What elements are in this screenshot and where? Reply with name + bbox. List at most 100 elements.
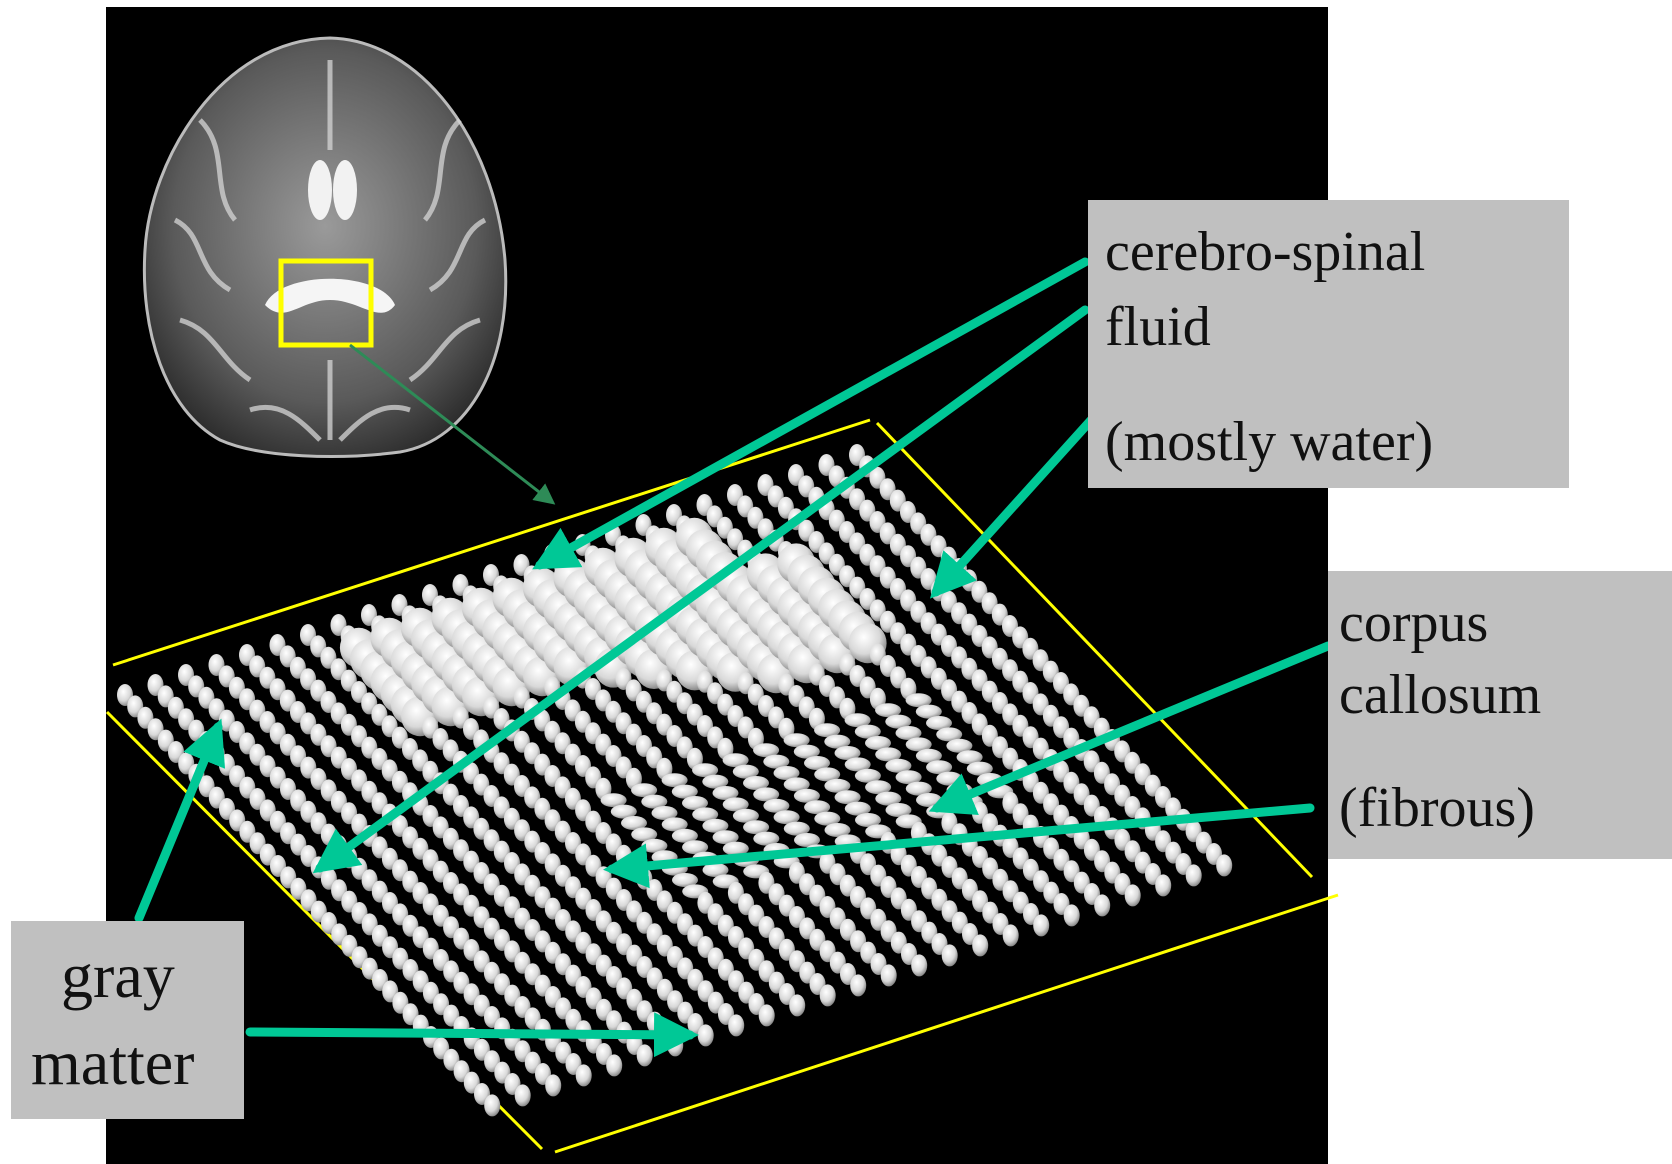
tensor-glyph (946, 738, 973, 753)
tensor-glyph (804, 756, 830, 770)
cc-line-2: callosum (1339, 664, 1542, 726)
tensor-glyph (671, 828, 698, 843)
arrow-cc-2 (603, 803, 1315, 889)
tensor-glyph (773, 766, 800, 780)
tensor-glyph (814, 767, 841, 782)
tensor-glyph (545, 1074, 562, 1097)
tensor-glyph (941, 944, 958, 967)
gm-line-2: matter (31, 1027, 195, 1098)
csf-line-1: cerebro-spinal (1105, 221, 1426, 283)
brain-mri-slice (142, 36, 508, 458)
tensor-glyph (636, 1044, 653, 1067)
tensor-glyph (956, 750, 983, 765)
tensor-glyph (936, 727, 963, 742)
tensor-glyph (972, 934, 989, 957)
tensor-glyph (743, 820, 770, 835)
tensor-glyph (758, 1004, 775, 1027)
tensor-glyph (702, 863, 729, 877)
zoom-link-arrow (349, 343, 556, 505)
tensor-glyph (794, 833, 820, 847)
tensor-glyph (789, 994, 806, 1017)
tensor-glyph (722, 753, 749, 768)
csf-line-3: (mostly water) (1105, 411, 1434, 473)
tensor-glyph (824, 734, 851, 749)
tensor-glyph (885, 758, 912, 773)
tensor-glyph (631, 783, 658, 798)
tensor-glyph (844, 801, 871, 816)
tensor-glyph (763, 798, 790, 813)
tensor-glyph (621, 816, 647, 830)
label-cerebro-spinal-fluid: cerebro-spinal fluid (mostly water) (1088, 200, 1569, 488)
tensor-glyph (850, 974, 867, 997)
tensor-glyph (814, 723, 841, 738)
tensor-glyph (661, 817, 688, 832)
tensor-glyph (854, 768, 881, 783)
tensor-glyph (575, 1064, 592, 1087)
tensor-glyph (702, 818, 729, 833)
tensor-glyph (1033, 914, 1050, 937)
tensor-glyph (722, 797, 749, 812)
tensor-glyph (1155, 874, 1172, 897)
tensor-glyph (880, 964, 897, 987)
tensor-glyph (865, 780, 892, 795)
tensor-glyph (672, 873, 698, 887)
tensor-glyph (783, 733, 810, 748)
tensor-glyph (905, 693, 932, 708)
tensor-glyph (682, 840, 709, 855)
tensor-glyph (661, 773, 688, 788)
tensor-glyph (600, 793, 627, 808)
tensor-glyph (911, 954, 928, 977)
tensor-glyph (885, 803, 912, 817)
tensor-glyph (966, 761, 993, 776)
tensor-glyph (824, 823, 851, 837)
csf-line-2: fluid (1105, 296, 1211, 358)
tensor-glyph (834, 746, 861, 760)
arrow-gm-2 (245, 1012, 699, 1058)
tensor-glyph (885, 714, 912, 729)
tensor-glyph (1094, 894, 1111, 917)
arrow-csf-1 (532, 257, 1090, 570)
tensor-glyph (895, 770, 922, 785)
tensor-glyph (895, 726, 922, 740)
tensor-glyph (854, 724, 881, 739)
tensor-glyph (905, 781, 932, 796)
tensor-glyph (804, 800, 831, 815)
tensor-glyph (915, 704, 942, 719)
tensor-glyph (732, 764, 759, 779)
tensor-glyph (865, 736, 891, 750)
tensor-glyph (855, 813, 881, 827)
tensor-glyph (484, 1094, 501, 1117)
tensor-glyph (783, 821, 810, 836)
arrow-cc-1 (928, 641, 1333, 816)
tensor-glyph (1124, 884, 1141, 907)
label-corpus-callosum: corpus callosum (fibrous) (1328, 571, 1672, 859)
cc-line-1: corpus (1339, 592, 1489, 654)
tensor-glyph (641, 794, 668, 809)
tensor-glyph (814, 811, 841, 826)
gm-line-1: gray (61, 940, 175, 1011)
tensor-glyph (728, 1014, 745, 1037)
tensor-glyph (514, 1084, 531, 1107)
tensor-glyph (926, 716, 952, 730)
tensor-glyph (682, 796, 708, 810)
tensor-glyph (875, 703, 902, 718)
tensor-glyph (671, 784, 698, 799)
tensor-glyph (1216, 854, 1233, 877)
tensor-glyph (753, 831, 780, 846)
tensor-glyph (783, 777, 810, 792)
tensor-glyph (692, 763, 719, 778)
tensor-glyph (606, 1054, 623, 1077)
label-gray-matter: gray matter (11, 921, 244, 1119)
tensor-glyph (819, 984, 836, 1007)
tensor-glyph (712, 786, 739, 800)
tensor-glyph (1063, 904, 1080, 927)
tensor-glyph (610, 804, 637, 819)
arrow-gm-1 (134, 718, 226, 923)
tensor-glyph (732, 808, 759, 823)
tensor-glyph (926, 760, 953, 775)
tensor-glyph (834, 790, 861, 805)
tensor-glyph (651, 806, 678, 820)
tensor-glyph (875, 747, 902, 762)
tensor-glyph (702, 774, 729, 789)
